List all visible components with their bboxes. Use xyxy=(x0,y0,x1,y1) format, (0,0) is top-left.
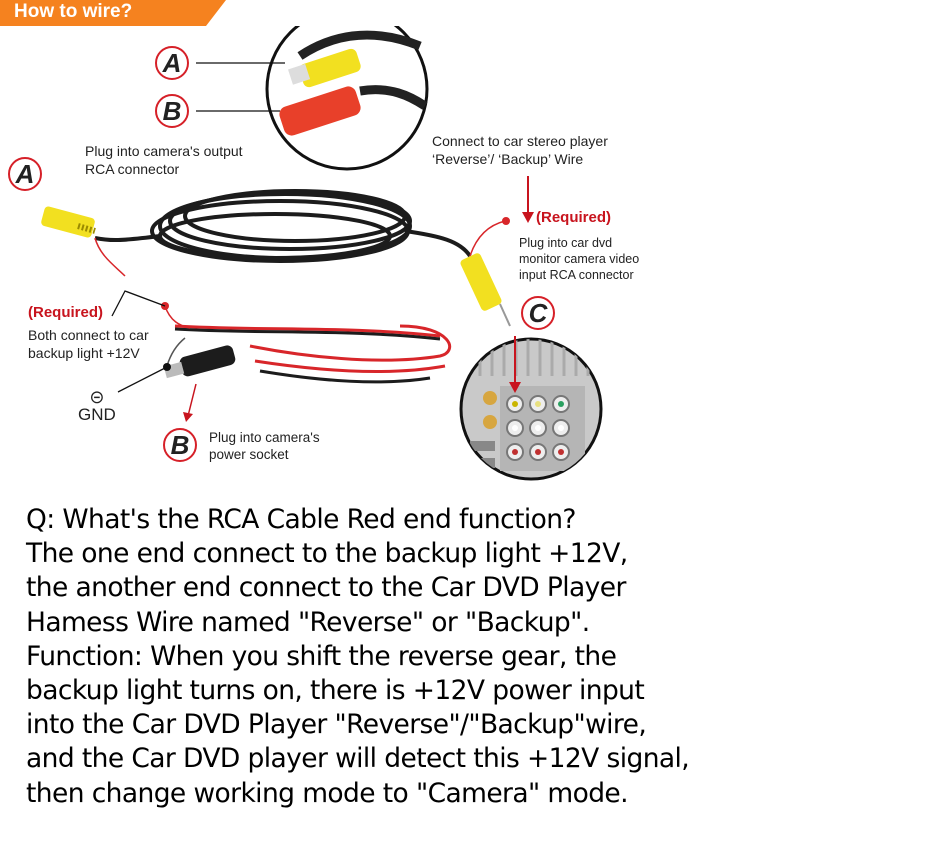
connector-closeup xyxy=(265,26,429,171)
required-label-left: (Required) xyxy=(28,304,103,321)
stereo-wire-line-1: Connect to car stereo player xyxy=(432,133,608,149)
arrow-to-video-input xyxy=(509,336,521,393)
camera-output-line-1: Plug into camera's output xyxy=(85,143,243,159)
stereo-wire-line-2: ‘Reverse’/ ‘Backup’ Wire xyxy=(432,151,584,167)
gnd-text: GND xyxy=(78,405,116,424)
diagram-artwork xyxy=(41,26,603,481)
badge-c: C xyxy=(521,296,555,330)
power-socket-label: Plug into camera's power socket xyxy=(209,429,320,463)
banner-background xyxy=(0,0,226,26)
qa-line: into the Car DVD Player "Reverse"/"Backu… xyxy=(26,709,647,741)
badge-b-closeup: B xyxy=(155,94,189,128)
power-wire xyxy=(174,324,452,384)
qa-line: and the Car DVD player will detect this … xyxy=(26,743,690,775)
backup-light-label: Both connect to car backup light +12V xyxy=(28,326,149,362)
dvd-input-line-2: monitor camera video xyxy=(519,252,640,266)
dvd-back-panel xyxy=(459,337,603,481)
backup-light-line-2: backup light +12V xyxy=(28,345,140,361)
qa-question: Q: What's the RCA Cable Red end function… xyxy=(26,504,577,535)
arrow-to-reverse-wire xyxy=(522,176,534,223)
how-to-wire-banner: How to wire? xyxy=(0,0,230,26)
camera-output-line-2: RCA connector xyxy=(85,161,180,177)
qa-line: backup light turns on, there is +12V pow… xyxy=(26,675,645,707)
qa-line: Function: When you shift the reverse gea… xyxy=(26,640,617,672)
gnd-label: ⊝ GND xyxy=(78,388,116,424)
power-socket-line-2: power socket xyxy=(209,447,289,462)
qa-line: the another end connect to the Car DVD P… xyxy=(26,572,626,604)
qa-line: then change working mode to "Camera" mod… xyxy=(26,777,629,809)
rca-plug-right xyxy=(460,253,511,327)
badge-a-closeup: A xyxy=(155,46,189,80)
qa-explanation: Q: What's the RCA Cable Red end function… xyxy=(26,503,926,811)
coiled-cable xyxy=(94,189,472,263)
camera-output-label: Plug into camera's output RCA connector xyxy=(85,142,243,178)
wiring-diagram: A B A C B Plug into camera's output RCA … xyxy=(0,26,950,496)
stereo-wire-label: Connect to car stereo player ‘Reverse’/ … xyxy=(432,132,608,168)
arrow-to-power-socket xyxy=(183,383,197,422)
qa-line: The one end connect to the backup light … xyxy=(26,538,628,570)
power-socket-line-1: Plug into camera's xyxy=(209,430,320,445)
dvd-input-line-3: input RCA connector xyxy=(519,268,634,282)
badge-a: A xyxy=(8,157,42,191)
banner-title: How to wire? xyxy=(14,1,133,22)
dvd-input-label: Plug into car dvd monitor camera video i… xyxy=(519,235,639,283)
qa-line: Hamess Wire named "Reverse" or "Backup". xyxy=(26,606,590,638)
dvd-input-line-1: Plug into car dvd xyxy=(519,236,613,250)
gnd-symbol-icon: ⊝ xyxy=(89,387,105,407)
rca-plug-left xyxy=(41,206,96,238)
backup-light-line-1: Both connect to car xyxy=(28,327,149,343)
badge-b: B xyxy=(163,428,197,462)
required-label-right: (Required) xyxy=(536,209,611,226)
